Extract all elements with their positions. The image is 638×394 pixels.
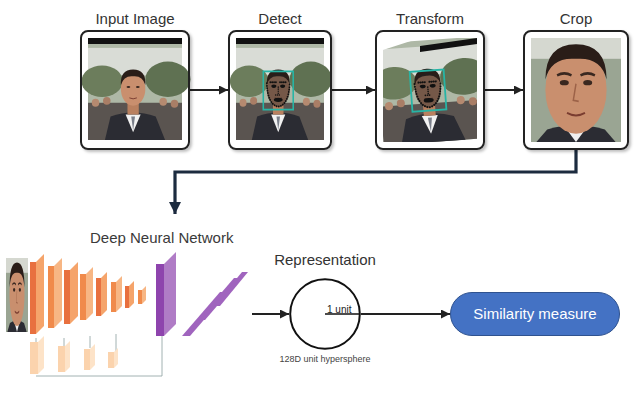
flow-arrow bbox=[190, 89, 228, 91]
process-box: Transform bbox=[375, 8, 485, 150]
network-illustration bbox=[6, 252, 248, 376]
step-heading: Transform bbox=[375, 8, 485, 30]
hypersphere-node: Representation 1 unit 128D unit hyperspher… bbox=[262, 250, 388, 365]
box-frame bbox=[523, 30, 629, 150]
box-frame bbox=[375, 30, 485, 150]
input-photo bbox=[80, 30, 190, 150]
transform-photo bbox=[370, 30, 493, 150]
network-heading: Deep Neural Network bbox=[90, 228, 233, 248]
representation-heading: Representation bbox=[262, 250, 388, 270]
step-heading: Input Image bbox=[80, 8, 190, 30]
result-label: Similarity measure bbox=[473, 304, 597, 324]
flow-arrow bbox=[361, 313, 450, 315]
flow-arrow bbox=[332, 89, 375, 91]
circle-frame: 1 unit bbox=[289, 278, 361, 350]
unit-circle bbox=[290, 279, 360, 349]
flow-arrow bbox=[175, 150, 576, 214]
process-box: Crop bbox=[523, 8, 629, 150]
result-pill: Similarity measure bbox=[450, 292, 620, 336]
flow-arrow bbox=[252, 313, 289, 315]
step-heading: Crop bbox=[523, 8, 629, 30]
crop-photo bbox=[523, 30, 629, 150]
hypersphere-caption: 128D unit hypersphere bbox=[262, 354, 388, 365]
step-heading: Detect bbox=[228, 8, 332, 30]
detect-photo bbox=[228, 30, 332, 150]
radius-label: 1 unit bbox=[327, 304, 351, 316]
network-block: Deep Neural Network bbox=[5, 214, 252, 380]
process-box: Input Image bbox=[80, 8, 190, 150]
box-frame bbox=[228, 30, 332, 150]
box-frame bbox=[80, 30, 190, 150]
flow-arrow bbox=[485, 89, 523, 91]
process-box: Detect bbox=[228, 8, 332, 150]
